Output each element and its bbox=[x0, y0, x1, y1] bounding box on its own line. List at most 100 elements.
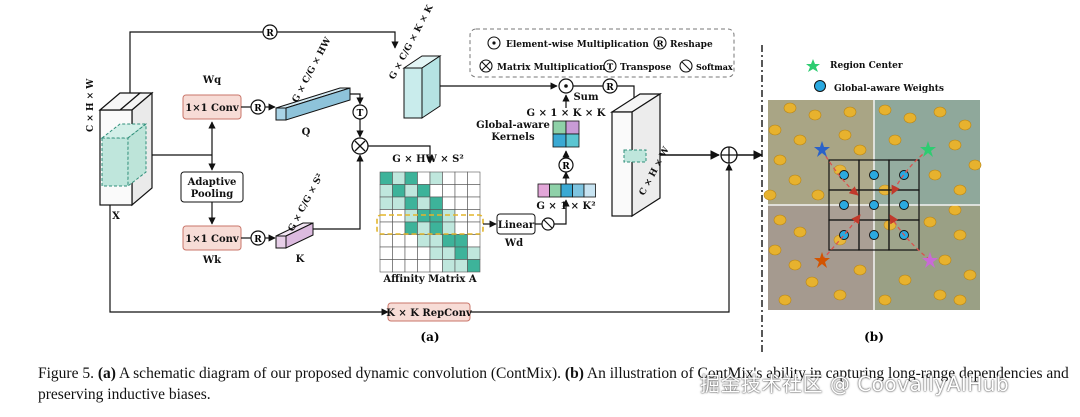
output-tensor: C × H × W bbox=[609, 92, 672, 218]
vector-cell bbox=[549, 183, 562, 198]
reshape-icon bbox=[262, 24, 278, 40]
fruit bbox=[958, 119, 972, 131]
fruit bbox=[788, 259, 802, 271]
matrix-cell bbox=[467, 171, 481, 185]
k-label: K bbox=[296, 254, 305, 265]
matrix-cell bbox=[417, 171, 431, 185]
global-aware-kernels bbox=[552, 120, 580, 148]
fruit bbox=[953, 294, 967, 306]
matrix-cell bbox=[442, 221, 456, 235]
matrix-cell bbox=[417, 221, 431, 235]
wk-label: Wk bbox=[202, 255, 222, 266]
pool-label-1: Adaptive bbox=[187, 177, 237, 188]
reshape-symbol: R bbox=[266, 29, 274, 39]
matrix-cell bbox=[442, 259, 456, 273]
panel-b-label: (b) bbox=[864, 330, 884, 344]
fruit bbox=[953, 184, 967, 196]
weight-dot bbox=[839, 200, 849, 210]
matrix-cell bbox=[454, 196, 468, 210]
linear-label: Linear bbox=[498, 220, 535, 231]
fruit bbox=[853, 144, 867, 156]
legend-box: Element-wise Multiplication R Reshape Ma… bbox=[469, 28, 735, 78]
reshape-symbol: R bbox=[254, 104, 262, 114]
fruit bbox=[833, 289, 847, 301]
fruit bbox=[948, 204, 962, 216]
matrix-cell bbox=[392, 196, 406, 210]
panel-a-label: (a) bbox=[420, 330, 439, 344]
matrix-cell bbox=[404, 184, 418, 198]
v-tensor: G × C/G × K × K bbox=[388, 2, 442, 119]
matrix-cell bbox=[379, 221, 393, 235]
fruit bbox=[793, 226, 807, 238]
watermark: 掘金技术社区 @ CoovallyAIHub bbox=[700, 372, 1010, 396]
highlighted-row bbox=[376, 214, 484, 235]
fruit bbox=[888, 134, 902, 146]
legend-elementwise: Element-wise Multiplication bbox=[506, 40, 649, 50]
matrix-cell bbox=[442, 196, 456, 210]
pool-label-2: Pooling bbox=[191, 189, 233, 200]
matrix-cell bbox=[454, 259, 468, 273]
input-tensor-x: X C × H × W bbox=[86, 78, 154, 222]
legend-reshape-symbol: R bbox=[656, 40, 664, 50]
caption-a-text: A schematic diagram of our proposed dyna… bbox=[115, 365, 565, 382]
fruit bbox=[928, 169, 942, 181]
vector-cell bbox=[583, 183, 596, 198]
weight-dot bbox=[899, 200, 909, 210]
caption-a-tag: (a) bbox=[97, 365, 116, 382]
matrix-cell bbox=[417, 259, 431, 273]
fruit bbox=[838, 129, 852, 141]
matrix-cell bbox=[467, 221, 481, 235]
conv-k-label: 1×1 Conv bbox=[185, 234, 240, 245]
fruit bbox=[933, 289, 947, 301]
vector-cell bbox=[572, 183, 585, 198]
reshape-symbol: R bbox=[606, 83, 614, 93]
fruit bbox=[793, 134, 807, 146]
weight-dot-icon bbox=[814, 80, 826, 92]
vec-dims: G × 1 × K² bbox=[536, 201, 595, 212]
matrix-cell bbox=[442, 246, 456, 260]
star-icon bbox=[922, 252, 938, 268]
legend-region-center: Region Center bbox=[830, 61, 903, 71]
affinity-dims: G × HW × S² bbox=[392, 154, 464, 165]
weight-dot bbox=[869, 170, 879, 180]
weight-dot bbox=[869, 200, 879, 210]
matrix-cell bbox=[454, 234, 468, 248]
matrix-cell bbox=[379, 184, 393, 198]
matrix-cell bbox=[392, 259, 406, 273]
matrix-cell bbox=[392, 184, 406, 198]
matrix-cell bbox=[379, 196, 393, 210]
matrix-cell bbox=[429, 171, 443, 185]
legend-transpose: Transpose bbox=[620, 63, 672, 73]
wd-label: Wd bbox=[504, 238, 523, 249]
legend-matmul: Matrix Multiplication bbox=[497, 63, 606, 73]
matrix-cell bbox=[417, 196, 431, 210]
matrix-cell bbox=[467, 259, 481, 273]
matrix-cell bbox=[379, 246, 393, 260]
legend-softmax: Softmax bbox=[696, 62, 733, 72]
caption-prefix: Figure 5. bbox=[38, 365, 94, 382]
kernel-vector bbox=[537, 183, 596, 198]
matmul-icon bbox=[351, 137, 369, 155]
fruit bbox=[768, 244, 782, 256]
fruit bbox=[878, 104, 892, 116]
matrix-cell bbox=[404, 171, 418, 185]
add-icon bbox=[720, 146, 738, 164]
star-icon bbox=[814, 252, 830, 268]
matrix-cell bbox=[392, 171, 406, 185]
matrix-cell bbox=[429, 234, 443, 248]
fruit bbox=[963, 269, 977, 281]
matrix-cell bbox=[429, 221, 443, 235]
fruit bbox=[878, 294, 892, 306]
scene-image bbox=[763, 100, 982, 310]
fruit bbox=[773, 154, 787, 166]
matrix-cell bbox=[454, 171, 468, 185]
matrix-cell bbox=[417, 234, 431, 248]
fruit bbox=[778, 294, 792, 306]
matrix-cell bbox=[404, 246, 418, 260]
weight-dot bbox=[869, 230, 879, 240]
star-icon bbox=[920, 141, 936, 157]
fruit bbox=[853, 264, 867, 276]
q-label: Q bbox=[302, 127, 311, 138]
fruit bbox=[843, 106, 857, 118]
